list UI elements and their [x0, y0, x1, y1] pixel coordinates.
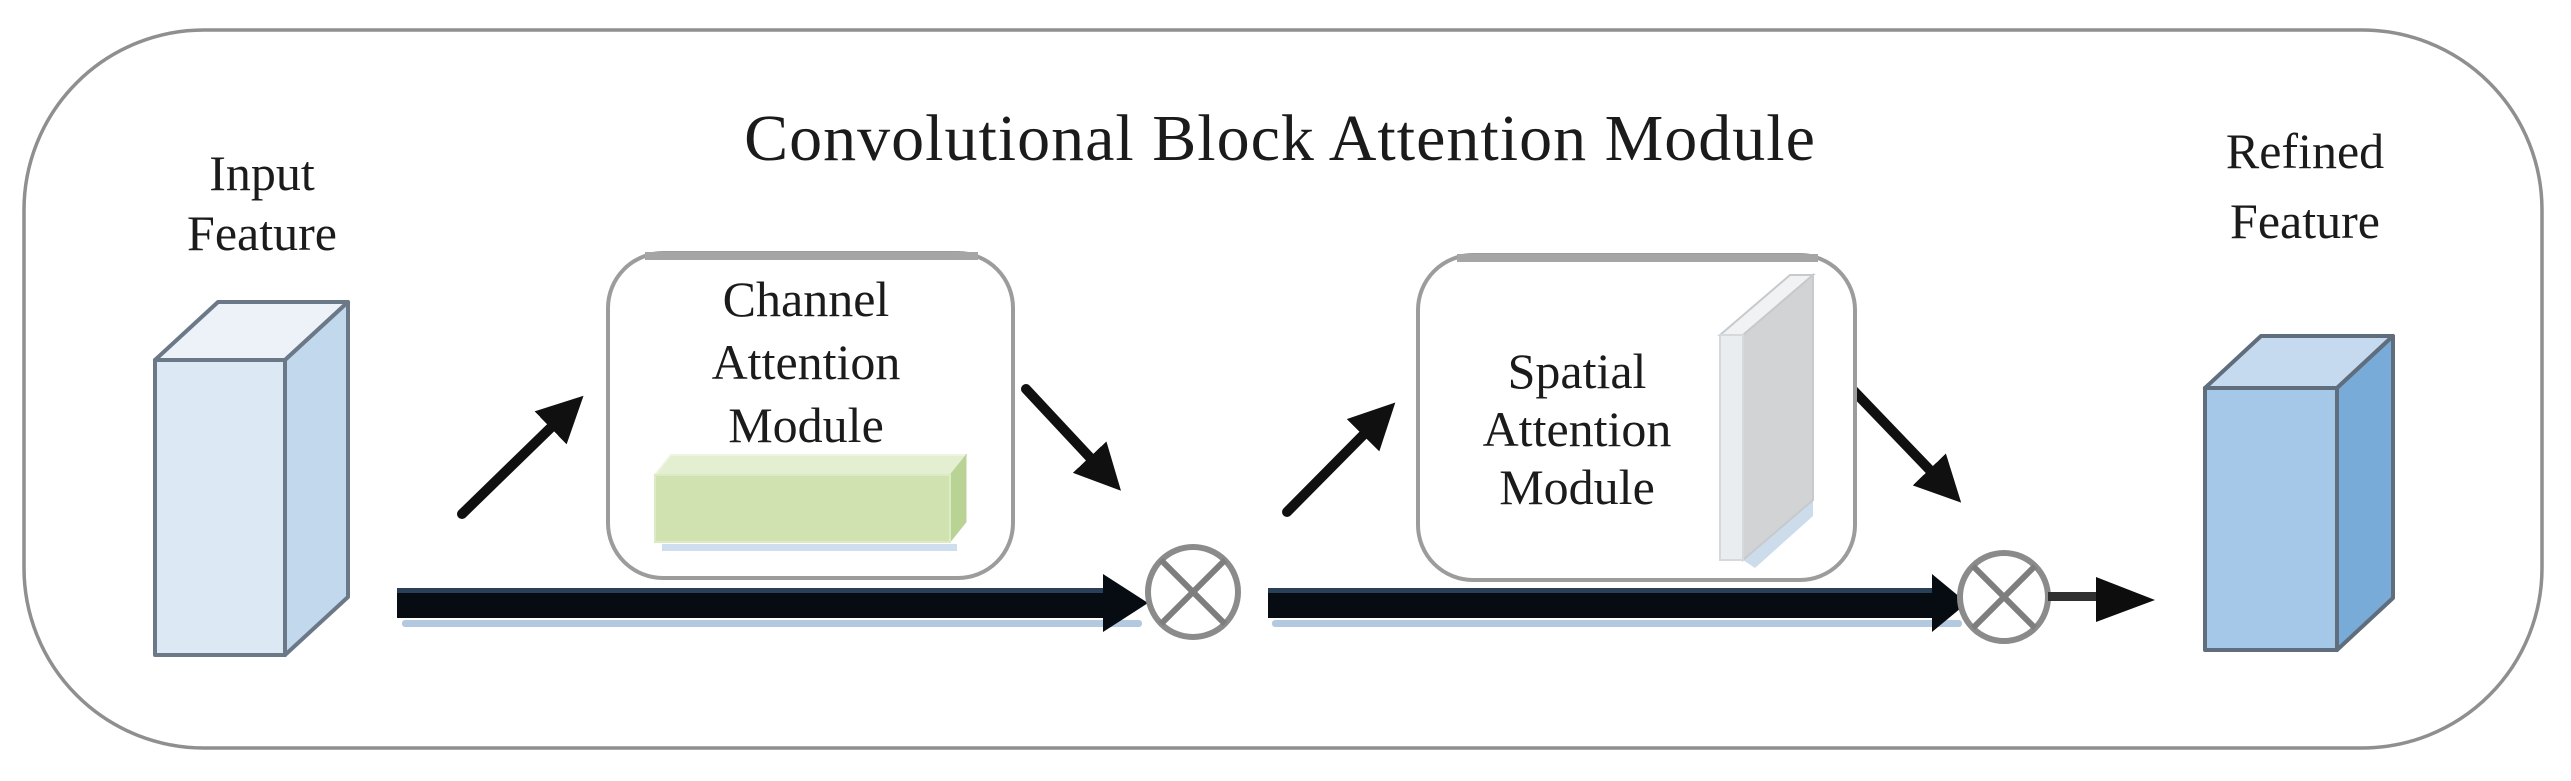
refined-feature-label-line1: Refined [2226, 123, 2384, 179]
branch-arrows [457, 384, 1962, 519]
output-arrow-head [2096, 577, 2155, 622]
input-feature-cube-side [283, 300, 350, 657]
spatial-attention-text-line3: Module [1499, 459, 1655, 515]
spatial-attention-text-line1: Spatial [1508, 343, 1647, 399]
spatial-attention-plane [1717, 272, 1816, 568]
refined-feature-cube [2203, 334, 2395, 652]
input-feature-cube-front [153, 358, 287, 657]
channel-bar-front [654, 474, 951, 543]
skip-arrow-1-shaft [397, 590, 1103, 618]
arrow-channel-to-multiply1 [1021, 384, 1121, 491]
multiply-operator-2 [1957, 550, 2051, 644]
skip-connection-arrow-2 [1268, 574, 1967, 632]
arrow-multiply1-to-spatial [1282, 402, 1396, 517]
skip-arrow-1-shaft-highlight [397, 588, 1103, 593]
refined-feature-label: Refined Feature [2226, 123, 2384, 249]
output-arrow [2048, 577, 2155, 622]
refined-feature-label-line2: Feature [2230, 193, 2380, 249]
skip-arrow-2-shaft-highlight [1268, 588, 1932, 593]
skip-arrow-2-shaft [1268, 590, 1932, 618]
skip-arrow-1-head [1103, 574, 1148, 632]
refined-feature-cube-side [2335, 334, 2395, 652]
spatial-attention-box: Spatial Attention Module [1416, 253, 1857, 582]
input-feature-label: Input Feature [187, 145, 337, 261]
input-feature-label-line2: Feature [187, 205, 337, 261]
multiply-operator-2-x2 [1970, 563, 2038, 631]
channel-attention-bar [652, 453, 969, 551]
arrow-spatial-to-multiply2 [1847, 384, 1962, 503]
channel-bar-shadow [662, 544, 957, 551]
input-feature-cube [153, 300, 350, 657]
skip-arrow-2-shadow [1272, 620, 1962, 627]
channel-attention-box: Channel Attention Module [606, 251, 1015, 580]
arrow-input-to-channel [457, 395, 584, 519]
refined-feature-cube-front [2203, 386, 2339, 652]
spatial-attention-text-line2: Attention [1483, 401, 1672, 457]
channel-bar-top [652, 454, 969, 476]
diagram-title: Convolutional Block Attention Module [744, 102, 1816, 175]
channel-attention-text-line2: Attention [712, 334, 901, 390]
output-arrow-shaft [2048, 592, 2100, 601]
multiply-operator-1 [1145, 544, 1241, 640]
multiply-operator-1-x2 [1158, 557, 1228, 627]
skip-connection-arrow-1 [397, 574, 1148, 632]
channel-attention-text-line3: Module [728, 397, 884, 453]
skip-arrow-1-shadow [402, 620, 1142, 627]
spatial-plane-highlight [1719, 334, 1744, 561]
input-feature-label-line1: Input [209, 145, 315, 201]
spatial-plane-shadow [1743, 500, 1813, 568]
skip-arrow-2-head [1932, 574, 1967, 632]
channel-attention-text-line1: Channel [723, 271, 890, 327]
